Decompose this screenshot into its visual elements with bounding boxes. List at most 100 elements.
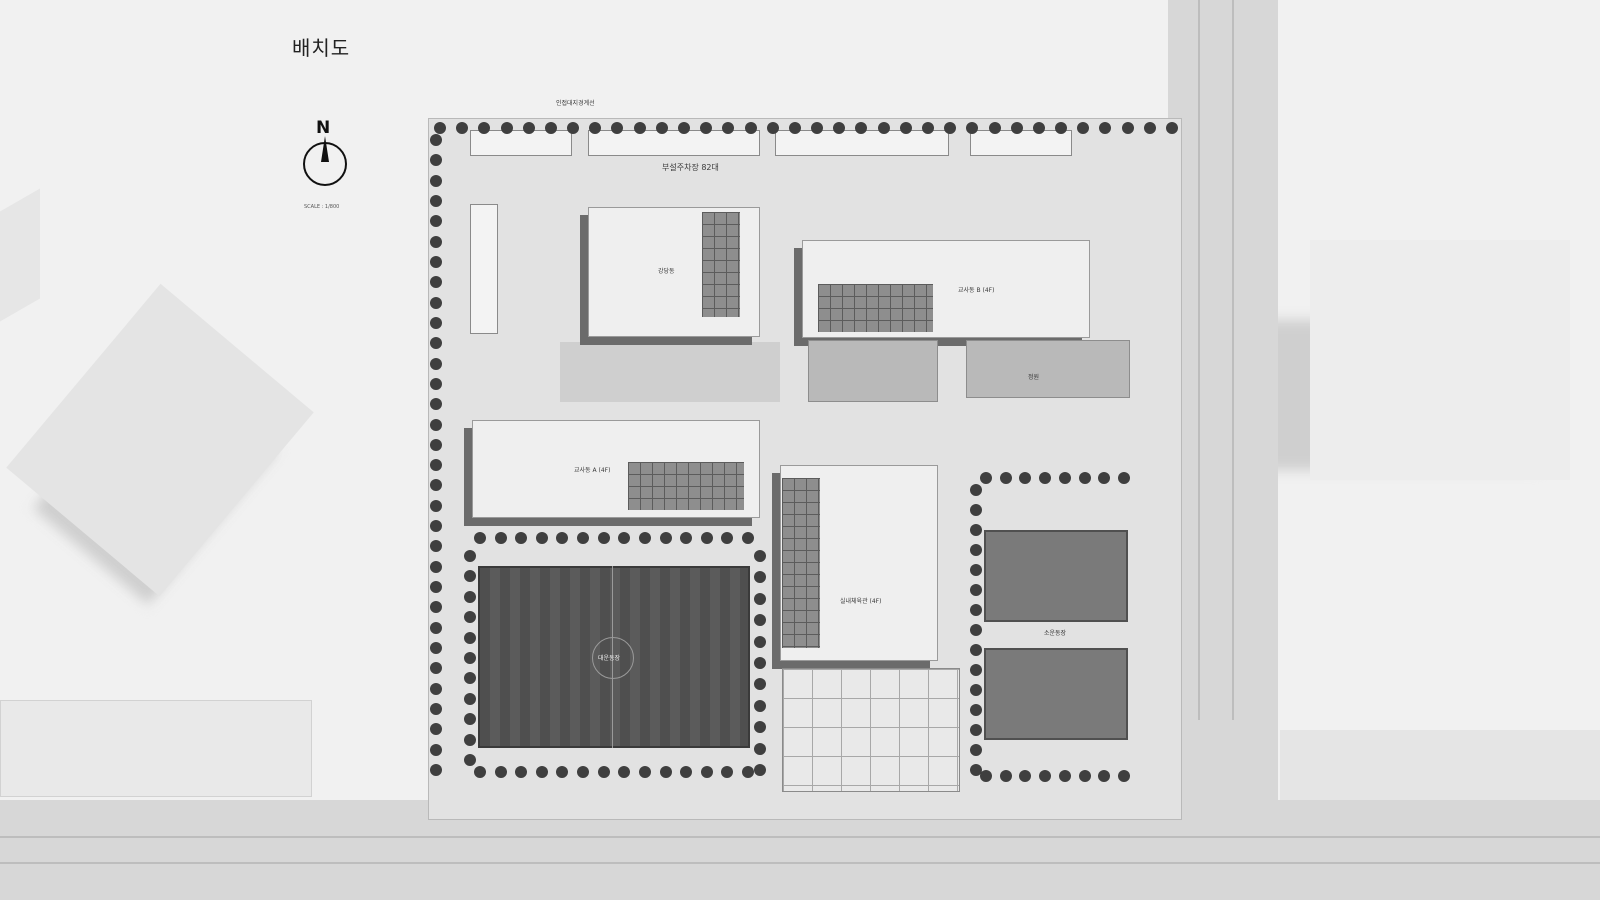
context-block-right-bottom (1280, 730, 1600, 800)
tree (742, 766, 754, 778)
tree (877, 122, 890, 134)
label-garden: 정원 (1028, 374, 1040, 381)
tree (430, 764, 442, 776)
tree (700, 122, 713, 134)
tree (597, 532, 610, 544)
tree (1078, 770, 1091, 782)
context-block-left-mid (6, 283, 314, 597)
tree (700, 766, 713, 778)
tree (1039, 770, 1052, 782)
tree (754, 550, 766, 562)
tree (1019, 472, 1032, 484)
tree (754, 592, 766, 605)
tree (744, 122, 757, 134)
tree (430, 662, 442, 675)
tree (655, 122, 668, 134)
tree (618, 532, 631, 544)
label-boundary-top: 인접대지경계선 (556, 100, 595, 107)
tree (430, 174, 442, 187)
tree (478, 122, 491, 134)
label-gym: 실내체육관 (4F) (840, 598, 882, 605)
tree (464, 652, 476, 664)
tree (430, 438, 442, 451)
tree (464, 611, 476, 624)
roof-solar-gym (782, 478, 820, 648)
tree (766, 122, 779, 134)
tree (464, 754, 476, 766)
basketball-court-south (984, 648, 1128, 740)
tree (722, 122, 735, 134)
garden-inner-east (966, 340, 1130, 398)
tree (754, 764, 766, 776)
tree (970, 764, 982, 776)
tree (430, 642, 442, 655)
tree (430, 194, 442, 207)
tree (633, 122, 646, 134)
tree (430, 398, 442, 411)
tree (1098, 770, 1111, 782)
parking-bay (970, 130, 1072, 156)
tree (754, 635, 766, 648)
tree (742, 532, 754, 544)
tree (680, 766, 693, 778)
road-east-lane-2 (1232, 0, 1234, 720)
label-parking: 부설주차장 82대 (662, 163, 719, 172)
label-soccer-field: 대운동장 (598, 655, 621, 662)
tree (556, 532, 569, 544)
tree (430, 703, 442, 716)
context-block-left-bottom (0, 700, 312, 797)
tree (430, 316, 442, 329)
tree (430, 682, 442, 695)
tree (970, 484, 982, 496)
tree (611, 122, 624, 134)
parking-column-west (470, 204, 498, 334)
tree (515, 766, 528, 778)
tree-grove (782, 668, 960, 792)
tree (434, 122, 446, 134)
tree (618, 766, 631, 778)
tree (430, 540, 442, 553)
tree (999, 770, 1012, 782)
tree (430, 154, 442, 167)
label-court: 소운동장 (1044, 630, 1067, 637)
context-block-left-top (0, 188, 40, 322)
tree (833, 122, 846, 134)
tree (597, 766, 610, 778)
scale-label: SCALE : 1/800 (304, 204, 340, 210)
tree (430, 520, 442, 533)
tree (464, 631, 476, 644)
tree (589, 122, 602, 134)
tree (456, 122, 469, 134)
roof-solar-classroom-b (818, 284, 933, 332)
tree (970, 744, 982, 756)
tree (754, 657, 766, 669)
tree (988, 122, 1001, 134)
tree (430, 499, 442, 512)
tree (535, 532, 548, 544)
north-letter: N (316, 118, 331, 138)
tree (430, 418, 442, 431)
tree (754, 721, 766, 734)
tree (577, 766, 590, 778)
tree (1039, 472, 1052, 484)
tree (430, 337, 442, 350)
tree (544, 122, 557, 134)
tree (430, 377, 442, 390)
tree (494, 532, 507, 544)
tree (970, 564, 982, 576)
tree (970, 524, 982, 536)
road-south-lane-1 (0, 836, 1600, 838)
tree (754, 678, 766, 691)
tree (474, 532, 486, 544)
tree (1055, 122, 1068, 134)
tree (515, 532, 528, 544)
page-title: 배치도 (292, 36, 351, 60)
tree (1099, 122, 1112, 134)
tree (855, 122, 868, 134)
tree (1098, 472, 1111, 484)
tree (1077, 122, 1090, 134)
context-block-right (1310, 240, 1570, 480)
tree (464, 672, 476, 685)
tree (1118, 472, 1130, 484)
